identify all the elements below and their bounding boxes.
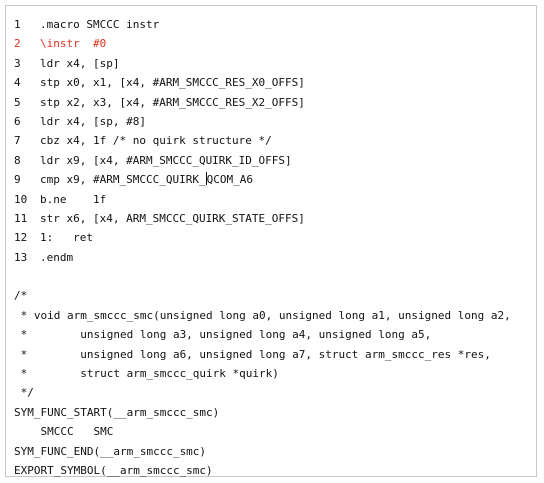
code-line: 2 \instr #0 bbox=[14, 34, 511, 53]
code-line: SYM_FUNC_START(__arm_smccc_smc) bbox=[14, 405, 220, 419]
comment-line: /* bbox=[14, 289, 28, 303]
line-number: 6 bbox=[14, 114, 21, 128]
code-text: stp x2, x3, [x4, #ARM_SMCCC_RES_X2_OFFS] bbox=[40, 95, 305, 109]
code-line: SMCCC SMC bbox=[14, 425, 114, 439]
code-block: 1 .macro SMCCC instr 2 \instr #0 3 ldr x4, … bbox=[5, 5, 537, 477]
comment-line: * void arm_smccc_smc(unsigned long a0, u… bbox=[14, 308, 511, 322]
code-lines: 1 .macro SMCCC instr 2 \instr #0 3 ldr x4, … bbox=[14, 15, 511, 480]
comment-line: * unsigned long a6, unsigned long a7, st… bbox=[14, 347, 491, 361]
code-text: 1: ret bbox=[40, 231, 93, 245]
code-text: cbz x4, 1f /* no quirk structure */ bbox=[40, 134, 272, 148]
code-line: 4 stp x0, x1, [x4, #ARM_SMCCC_RES_X0_OFFS… bbox=[14, 73, 511, 92]
comment-line: * struct arm_smccc_quirk *quirk) bbox=[14, 367, 279, 381]
code-line: 10 b.ne 1f bbox=[14, 190, 511, 209]
code-line: 7 cbz x4, 1f /* no quirk structure */ bbox=[14, 131, 511, 150]
code-line: 3 ldr x4, [sp] bbox=[14, 54, 511, 73]
code-text: ldr x4, [sp] bbox=[40, 56, 120, 70]
code-text: QCOM_A6 bbox=[206, 173, 253, 187]
code-line: 9 cmp x9, #ARM_SMCCC_QUIRK_QCOM_A6 bbox=[14, 170, 511, 189]
code-line: 8 ldr x9, [x4, #ARM_SMCCC_QUIRK_ID_OFFS] bbox=[14, 151, 511, 170]
line-number: 4 bbox=[14, 76, 21, 90]
code-text: ldr x4, [sp, #8] bbox=[40, 114, 146, 128]
code-line: 11 str x6, [x4, ARM_SMCCC_QUIRK_STATE_OFF… bbox=[14, 209, 511, 228]
line-number: 1 bbox=[14, 18, 21, 31]
code-line: SYM_FUNC_END(__arm_smccc_smc) bbox=[14, 444, 207, 458]
code-line: 6 ldr x4, [sp, #8] bbox=[14, 112, 511, 131]
line-number: 7 bbox=[14, 134, 21, 148]
comment-line: * unsigned long a3, unsigned long a4, un… bbox=[14, 328, 432, 342]
code-line: 12 1: ret bbox=[14, 228, 511, 247]
code-text: .macro SMCCC instr bbox=[40, 18, 160, 31]
line-number: 12 bbox=[14, 231, 28, 245]
code-line: 1 .macro SMCCC instr bbox=[14, 15, 511, 34]
line-number: 9 bbox=[14, 173, 21, 187]
code-text: b.ne 1f bbox=[40, 192, 107, 206]
code-line bbox=[14, 267, 511, 286]
line-number: 8 bbox=[14, 153, 21, 167]
comment-line: */ bbox=[14, 386, 34, 400]
line-number: 13 bbox=[14, 250, 28, 264]
code-text: cmp x9, #ARM_SMCCC_QUIRK_ bbox=[40, 173, 206, 187]
line-number: 11 bbox=[14, 211, 28, 225]
code-text: .endm bbox=[40, 250, 74, 264]
text-cursor bbox=[205, 172, 207, 186]
line-number: 10 bbox=[14, 192, 28, 206]
code-text-highlighted: \instr #0 bbox=[40, 37, 107, 51]
line-number: 3 bbox=[14, 56, 21, 70]
code-line: 13 .endm bbox=[14, 248, 511, 267]
code-text: str x6, [x4, ARM_SMCCC_QUIRK_STATE_OFFS] bbox=[40, 211, 305, 225]
line-number: 2 bbox=[14, 37, 21, 51]
code-line: 5 stp x2, x3, [x4, #ARM_SMCCC_RES_X2_OFFS… bbox=[14, 93, 511, 112]
code-line: EXPORT_SYMBOL(__arm_smccc_smc) bbox=[14, 463, 213, 477]
code-text: stp x0, x1, [x4, #ARM_SMCCC_RES_X0_OFFS] bbox=[40, 76, 305, 90]
line-number: 5 bbox=[14, 95, 21, 109]
code-text: ldr x9, [x4, #ARM_SMCCC_QUIRK_ID_OFFS] bbox=[40, 153, 292, 167]
